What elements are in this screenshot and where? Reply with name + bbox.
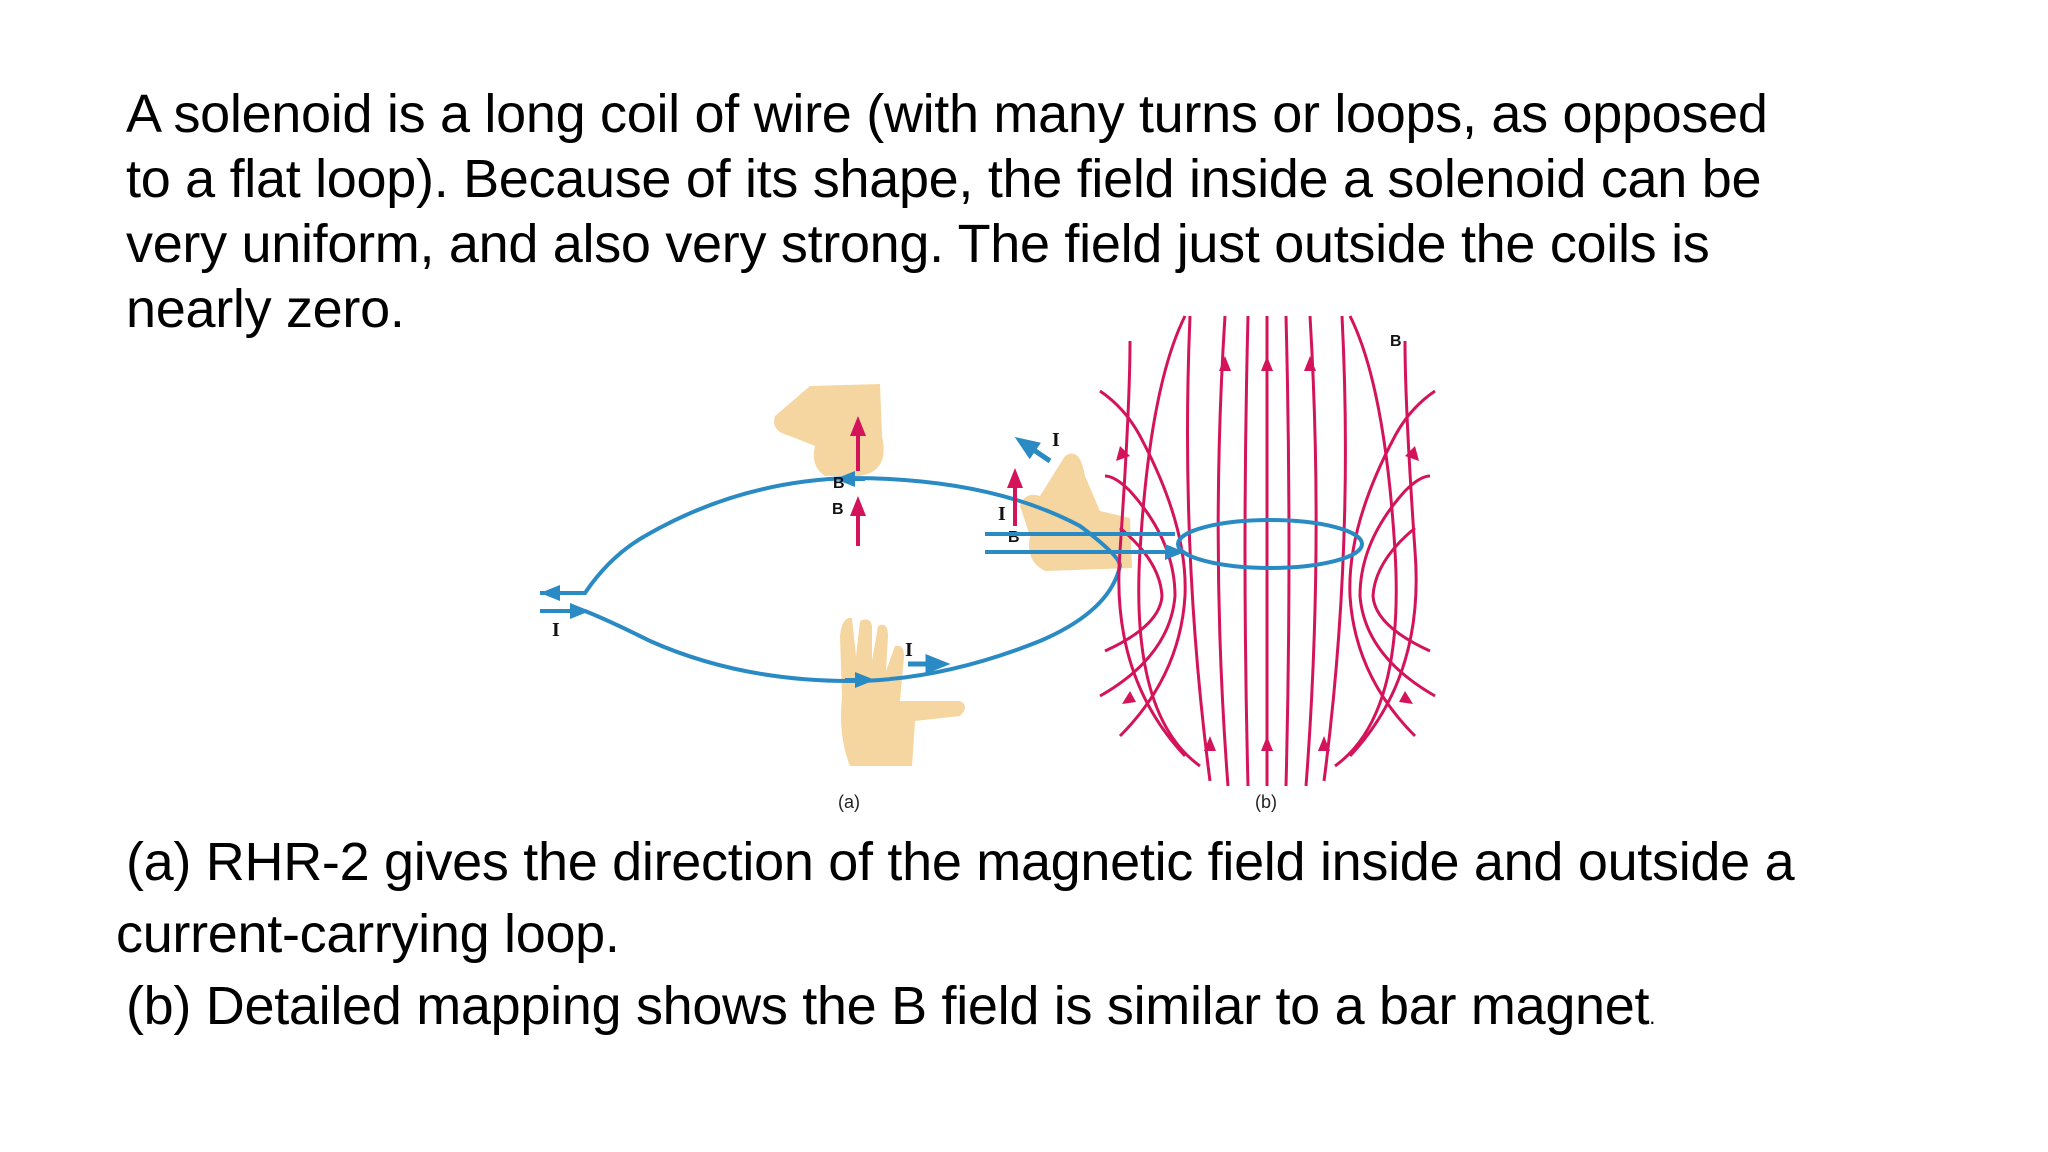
hand-icon-right: [1020, 453, 1132, 571]
panel-a-label: (a): [838, 792, 860, 812]
i-label-bottom: I: [905, 639, 913, 661]
hand-icon-bottom: [840, 617, 965, 766]
i-label-left: I: [552, 619, 560, 641]
b-label-top: B: [833, 475, 845, 492]
caption-line-a: (a) RHR-2 gives the direction of the mag…: [126, 832, 1795, 892]
intro-line-3: very uniform, and also very strong. The …: [126, 214, 1710, 274]
intro-line-4: nearly zero.: [126, 279, 405, 339]
intro-line-1: A solenoid is a long coil of wire (with …: [126, 84, 1768, 144]
i-label-right: I: [1052, 429, 1060, 451]
intro-paragraph: A solenoid is a long coil of wire (with …: [126, 82, 1886, 342]
caption-line-b: (b) Detailed mapping shows the B field i…: [116, 970, 1936, 1053]
intro-line-2: to a flat loop). Because of its shape, t…: [126, 149, 1762, 209]
b-label-panel-b: B: [1390, 333, 1402, 350]
panel-b-label: (b): [1255, 792, 1277, 812]
i-label-panel-b: I: [998, 503, 1006, 525]
panel-b-loop: I B (b): [985, 333, 1402, 812]
panel-a-diagram: B B B I I I (a): [540, 384, 1132, 812]
b-label-center: B: [832, 501, 844, 518]
b-label-right: B: [1008, 529, 1020, 546]
figure-caption: (a) RHR-2 gives the direction of the mag…: [116, 826, 1936, 1053]
caption-line-b-text: (b) Detailed mapping shows the B field i…: [126, 976, 1650, 1036]
caption-trailing-period: .: [1649, 1004, 1656, 1029]
panel-b-arrows: [1116, 356, 1419, 751]
caption-line-a-cont: current-carrying loop.: [116, 904, 620, 964]
hand-icon-top: [774, 384, 884, 476]
current-loop-figure: B B B I I I (a): [520, 296, 1450, 836]
